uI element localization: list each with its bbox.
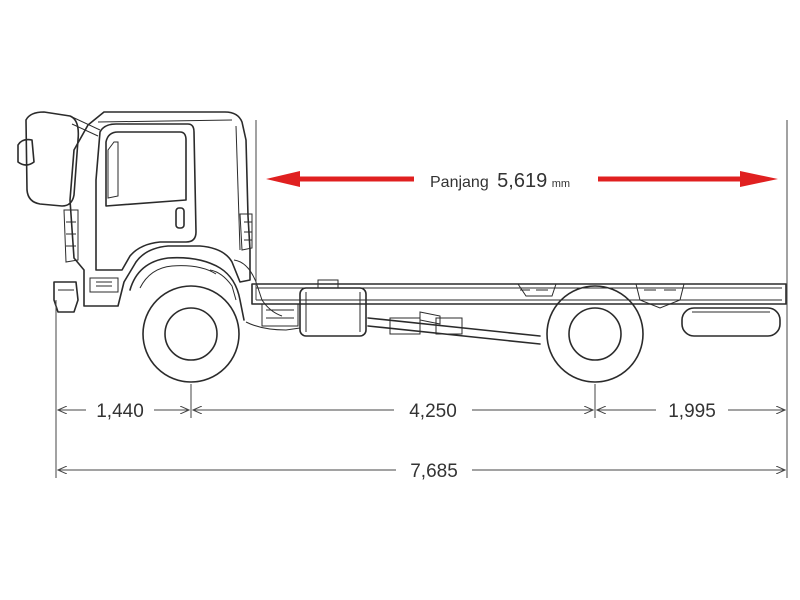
fuel-tank: [299, 279, 367, 337]
overall-length-prefix: Panjang: [430, 174, 489, 191]
side-mirror: [17, 111, 101, 207]
extension-lines: [55, 120, 788, 478]
rear-overhang-label: 1,995: [668, 401, 716, 422]
overall-length-label: Panjang 5,619 mm: [430, 170, 570, 192]
front-overhang-label: 1,440: [96, 401, 144, 422]
chassis-frame: [251, 283, 787, 305]
undercarriage: [245, 283, 781, 345]
overall-length-unit: mm: [552, 178, 570, 190]
rear-wheel: [546, 285, 644, 383]
front-wheel: [142, 285, 240, 383]
total-length-label: 7,685: [410, 461, 458, 482]
overall-length-value: 5,619: [497, 170, 547, 192]
right-red-arrow: [598, 171, 778, 187]
truck-drawing: [17, 111, 787, 383]
overall-length-dimension: Panjang 5,619 mm: [266, 170, 778, 192]
cab: [53, 111, 283, 321]
left-red-arrow: [266, 171, 414, 187]
total-length-dimension: 7,685: [58, 461, 785, 482]
wheelbase-label: 4,250: [409, 401, 457, 422]
axle-dimensions: 1,440 4,250 1,995: [58, 401, 785, 422]
